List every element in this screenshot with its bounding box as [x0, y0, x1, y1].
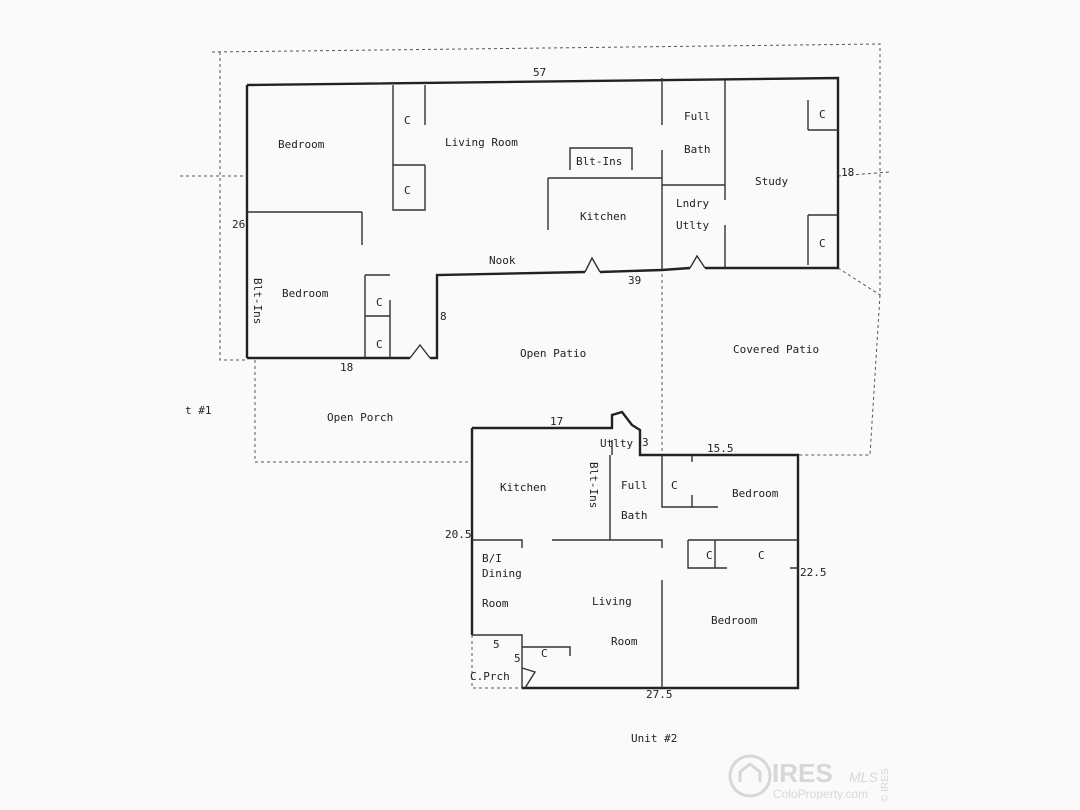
property-outline	[180, 43, 891, 689]
dim-porch-h: 5	[514, 652, 521, 665]
ires-watermark: IRES MLS ColoProperty.com © IRES	[728, 754, 891, 802]
room-bedroom: Bedroom	[732, 487, 779, 500]
dim-u1-right: 18	[841, 166, 854, 179]
room-full: Full	[621, 479, 648, 492]
dim-u1-bottom: 18	[340, 361, 353, 374]
room-full: Full	[684, 110, 711, 123]
closet: C	[376, 338, 383, 351]
dim-u2-top-right: 15.5	[707, 442, 734, 455]
unit1-walls	[245, 76, 840, 360]
room-c-prch: C.Prch	[470, 670, 510, 683]
blt-ins-label: Blt-Ins	[576, 155, 622, 168]
area-open-patio: Open Patio	[520, 347, 586, 360]
room-lndry: Lndry	[676, 197, 709, 210]
blt-ins-vertical: Blt-Ins	[251, 278, 264, 324]
closet: C	[819, 108, 826, 121]
room-bedroom: Bedroom	[282, 287, 329, 300]
closet: C	[819, 237, 826, 250]
dim-u2-top: 17	[550, 415, 563, 428]
dim-porch-w: 5	[493, 638, 500, 651]
dim-u1-step: 8	[440, 310, 447, 323]
room-nook: Nook	[489, 254, 516, 267]
watermark-brand: IRES	[772, 758, 833, 788]
room-bi: B/I	[482, 552, 502, 565]
room-bedroom: Bedroom	[278, 138, 325, 151]
unit2-walls	[470, 410, 800, 690]
room-dining-room: Room	[482, 597, 509, 610]
closet: C	[404, 114, 411, 127]
blt-ins-vertical: Blt-Ins	[587, 462, 600, 508]
closet: C	[758, 549, 765, 562]
dim-u2-utility: 3	[642, 436, 649, 449]
room-dining: Dining	[482, 567, 522, 580]
room-kitchen: Kitchen	[580, 210, 626, 223]
room-bedroom: Bedroom	[711, 614, 758, 627]
area-covered-patio: Covered Patio	[733, 343, 819, 356]
watermark-site: ColoProperty.com	[773, 787, 868, 801]
room-living: Living	[592, 595, 632, 608]
closet: C	[404, 184, 411, 197]
room-utlty: Utlty	[600, 437, 633, 450]
closet: C	[376, 296, 383, 309]
room-bath: Bath	[684, 143, 711, 156]
watermark-mls: MLS	[849, 769, 878, 785]
area-open-porch: Open Porch	[327, 411, 393, 424]
room-living-room: Living Room	[445, 136, 518, 149]
dim-u1-mid: 39	[628, 274, 641, 287]
closet: C	[706, 549, 713, 562]
closet: C	[671, 479, 678, 492]
room-study: Study	[755, 175, 788, 188]
room-living-room: Room	[611, 635, 638, 648]
room-bath: Bath	[621, 509, 648, 522]
dim-u1-top: 57	[533, 66, 546, 79]
dim-u2-bottom: 27.5	[646, 688, 673, 701]
closet: C	[541, 647, 548, 660]
house-logo-icon	[728, 754, 772, 798]
dim-u1-left: 26	[232, 218, 245, 231]
room-kitchen: Kitchen	[500, 481, 546, 494]
dim-u2-left: 20.5	[445, 528, 472, 541]
unit1-label: t #1	[185, 404, 212, 417]
dim-u2-right: 22.5	[800, 566, 827, 579]
room-utlty: Utlty	[676, 219, 709, 232]
unit2-label: Unit #2	[631, 732, 677, 745]
watermark-copyright: © IRES	[880, 768, 891, 802]
